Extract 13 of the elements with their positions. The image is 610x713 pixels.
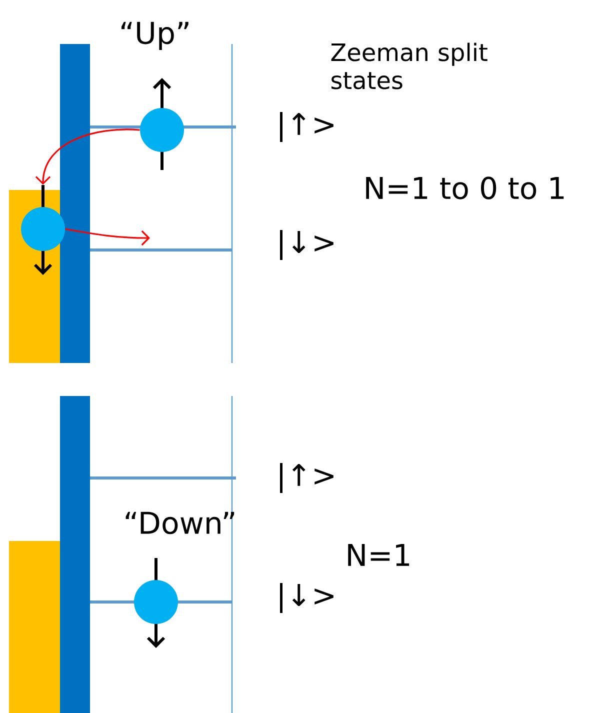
state-label: |↓> [280,230,334,260]
state-label: “Up” [122,22,188,50]
electron-circle [140,108,184,152]
electron-circle [21,207,65,251]
state-label: |↑> [280,463,334,493]
electron-circle [134,580,178,624]
transition-arrow [35,128,140,185]
transition-arrow [65,228,150,246]
state-label: |↑> [280,112,334,142]
state-label: N=1 [348,544,410,566]
state-label: |↓> [280,583,334,613]
state-label: Zeeman split states [331,42,488,90]
state-label: N=1 to 0 to 1 [366,176,564,200]
